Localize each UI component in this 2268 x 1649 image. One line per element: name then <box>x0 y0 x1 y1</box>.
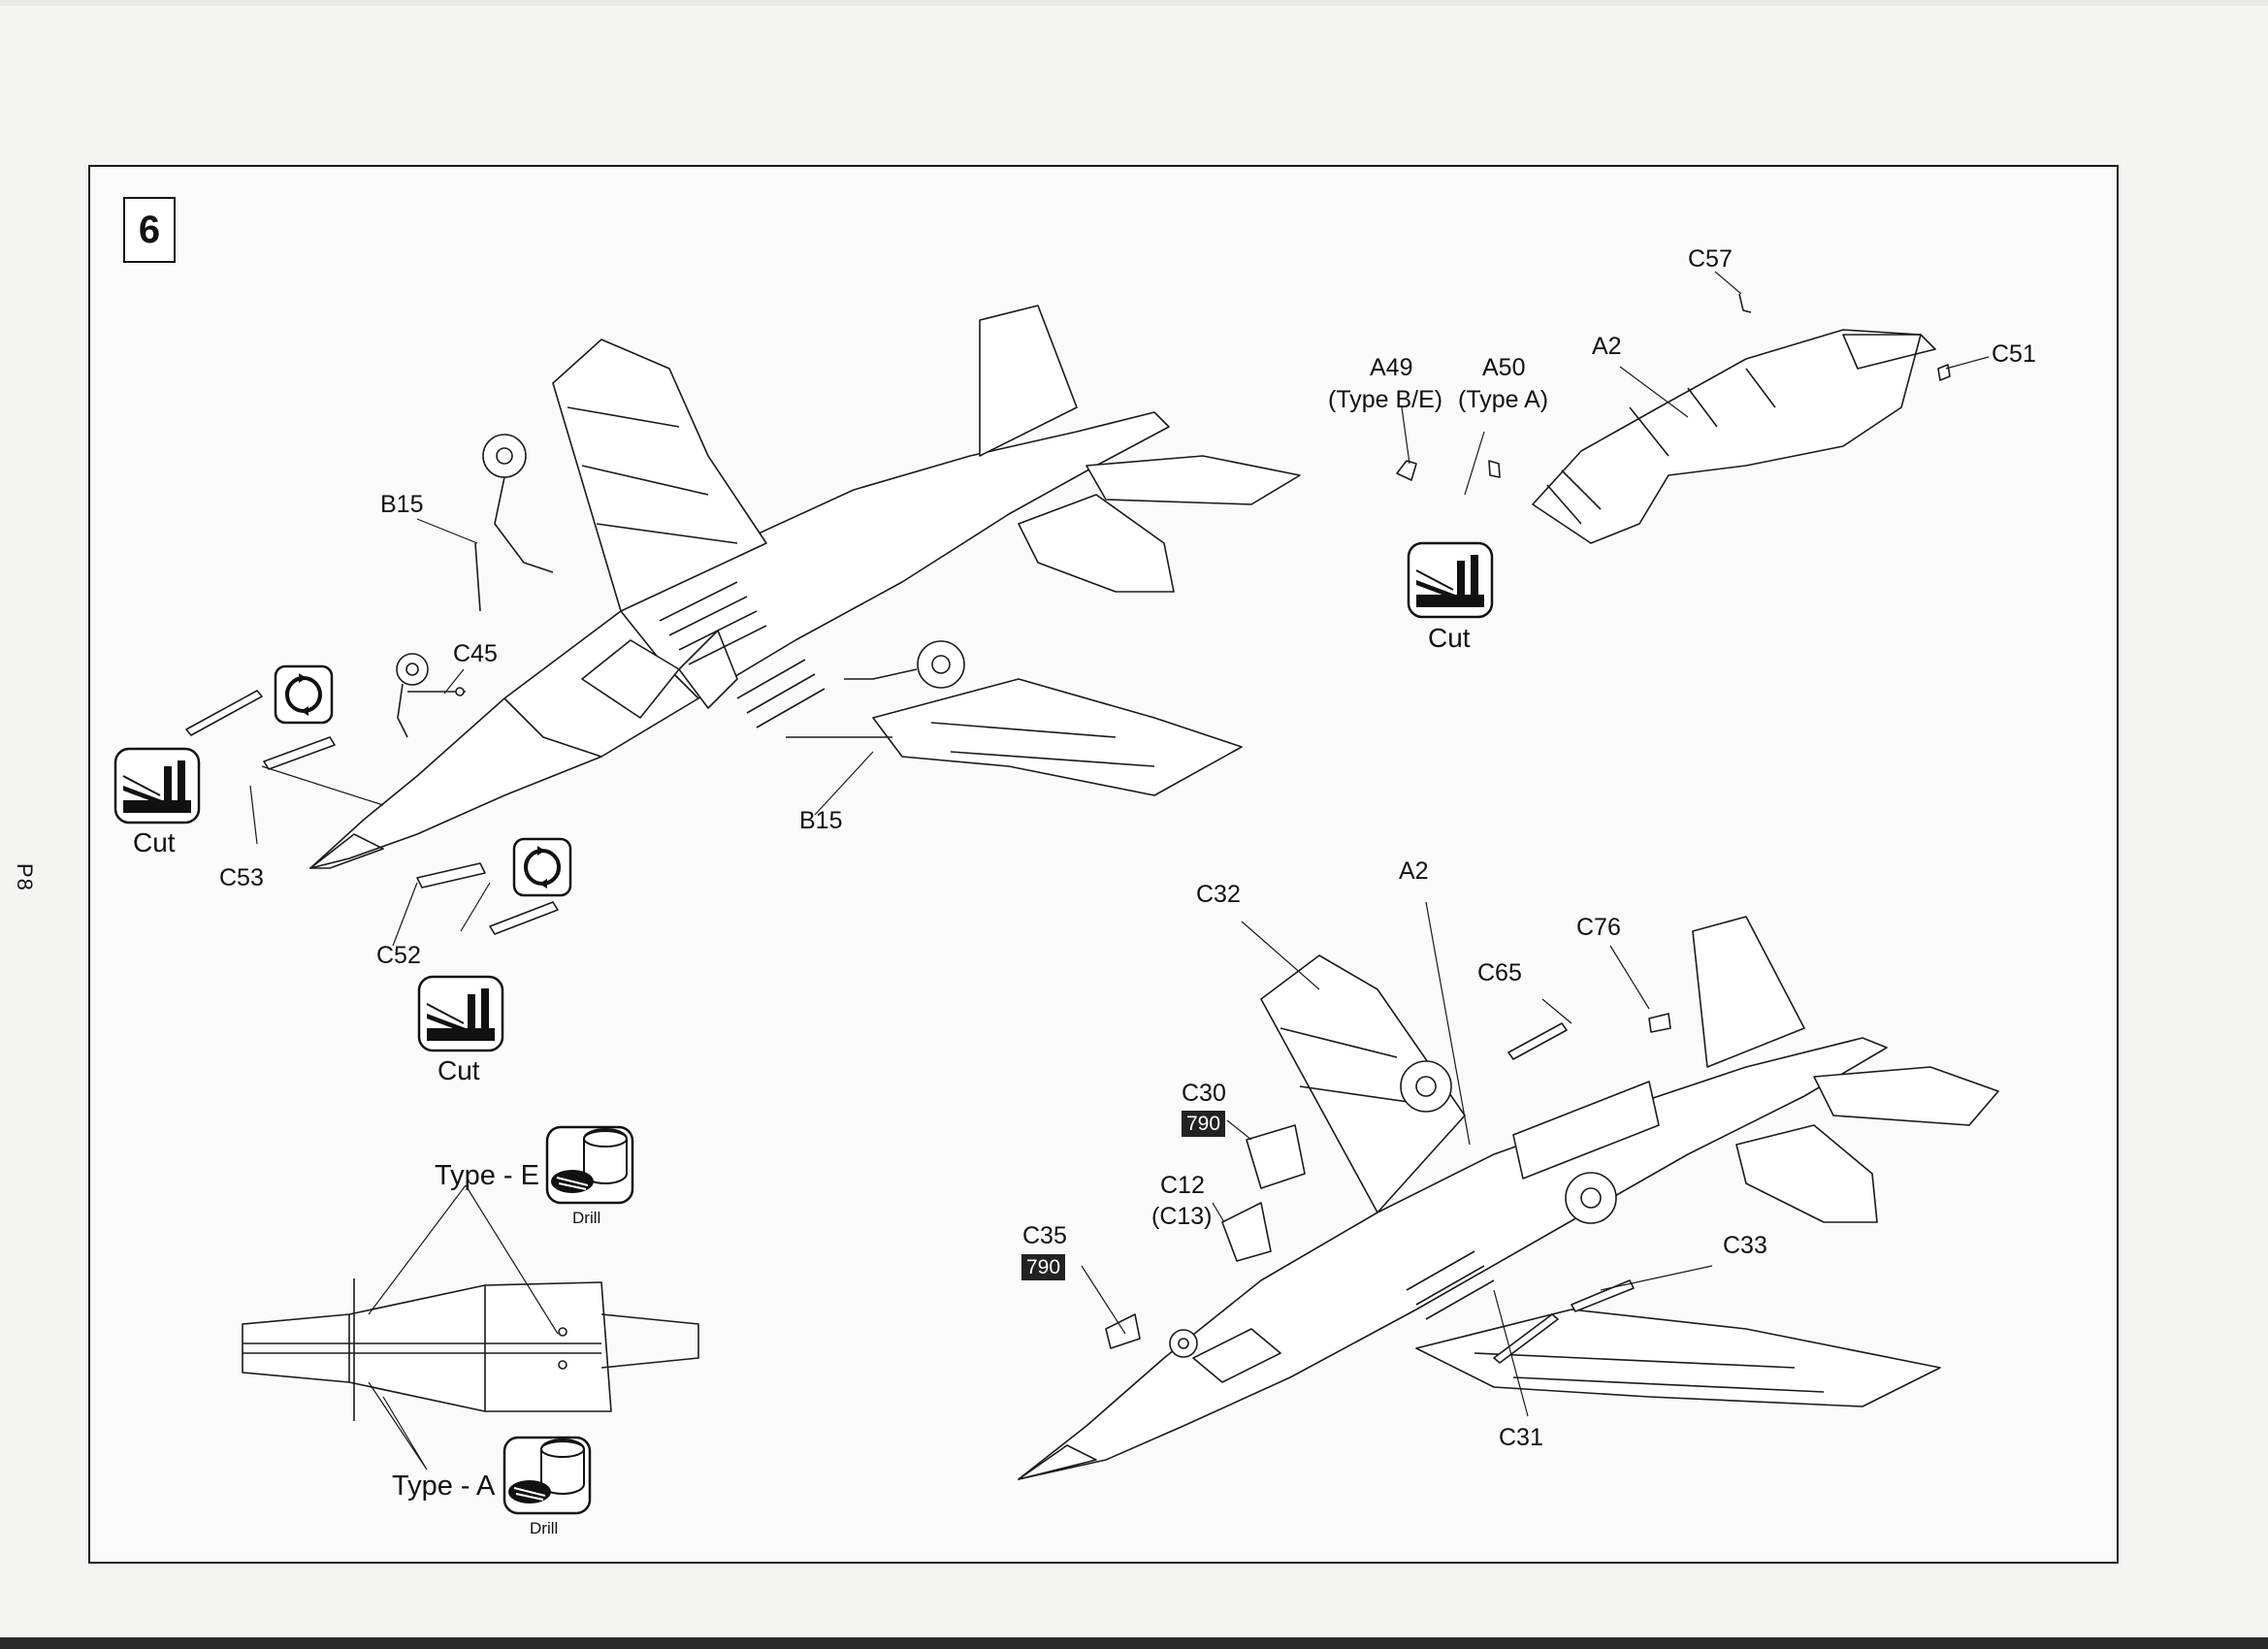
cut-icon <box>1407 541 1494 619</box>
callout-a2-top: A2 <box>1592 333 1622 360</box>
callout-c52: C52 <box>376 942 421 969</box>
callout-c51: C51 <box>1992 340 2036 368</box>
fuselage-upper-panel <box>1396 293 1951 544</box>
paint-code-c35: 790 <box>1021 1254 1066 1281</box>
callout-a49: A49 <box>1370 354 1413 381</box>
flip-over-icon <box>512 837 572 897</box>
aircraft-underside-upper <box>309 305 1301 869</box>
type-e-label: Type - E <box>435 1160 539 1191</box>
callout-a49-note: (Type B/E) <box>1328 386 1443 413</box>
scan-edge-top <box>0 0 2268 6</box>
callout-c53: C53 <box>219 864 264 891</box>
callout-a2-bottom: A2 <box>1399 857 1429 885</box>
callout-c35: C35 <box>1022 1222 1067 1249</box>
callout-c33: C33 <box>1723 1232 1767 1259</box>
cut-label-left: Cut <box>133 827 176 857</box>
callout-b15-bottom: B15 <box>799 807 843 834</box>
flip-over-icon <box>274 664 334 725</box>
callout-a50-note: (Type A) <box>1458 386 1549 413</box>
cut-label-bottom: Cut <box>437 1055 480 1085</box>
fuselage-bottom-view <box>242 1278 699 1421</box>
drill-icon <box>545 1125 634 1205</box>
cut-label-right: Cut <box>1428 623 1471 653</box>
type-a-label: Type - A <box>392 1471 496 1502</box>
callout-c12-alt: (C13) <box>1151 1203 1213 1230</box>
callout-c45: C45 <box>453 640 498 667</box>
callout-c32: C32 <box>1196 881 1241 908</box>
drill-label-type-a: Drill <box>530 1519 559 1537</box>
callout-c12: C12 <box>1160 1172 1205 1199</box>
aircraft-topside-lower <box>1018 916 1999 1480</box>
callout-c65: C65 <box>1477 959 1522 986</box>
leader-lines <box>249 271 1990 1471</box>
callout-c30: C30 <box>1182 1080 1226 1107</box>
loose-parts-left <box>185 687 559 935</box>
callout-c31: C31 <box>1499 1424 1543 1451</box>
callout-a50: A50 <box>1482 354 1526 381</box>
callout-c57: C57 <box>1688 245 1733 273</box>
paint-code-c30: 790 <box>1182 1111 1226 1138</box>
drill-label-type-e: Drill <box>572 1209 601 1227</box>
step-number: 6 <box>123 197 176 263</box>
drill-icon <box>502 1436 592 1515</box>
callout-b15-top: B15 <box>380 491 424 518</box>
cut-icon <box>113 747 201 824</box>
cut-icon <box>417 975 504 1052</box>
callout-c76: C76 <box>1576 914 1621 941</box>
scan-edge-bottom <box>0 1637 2268 1649</box>
